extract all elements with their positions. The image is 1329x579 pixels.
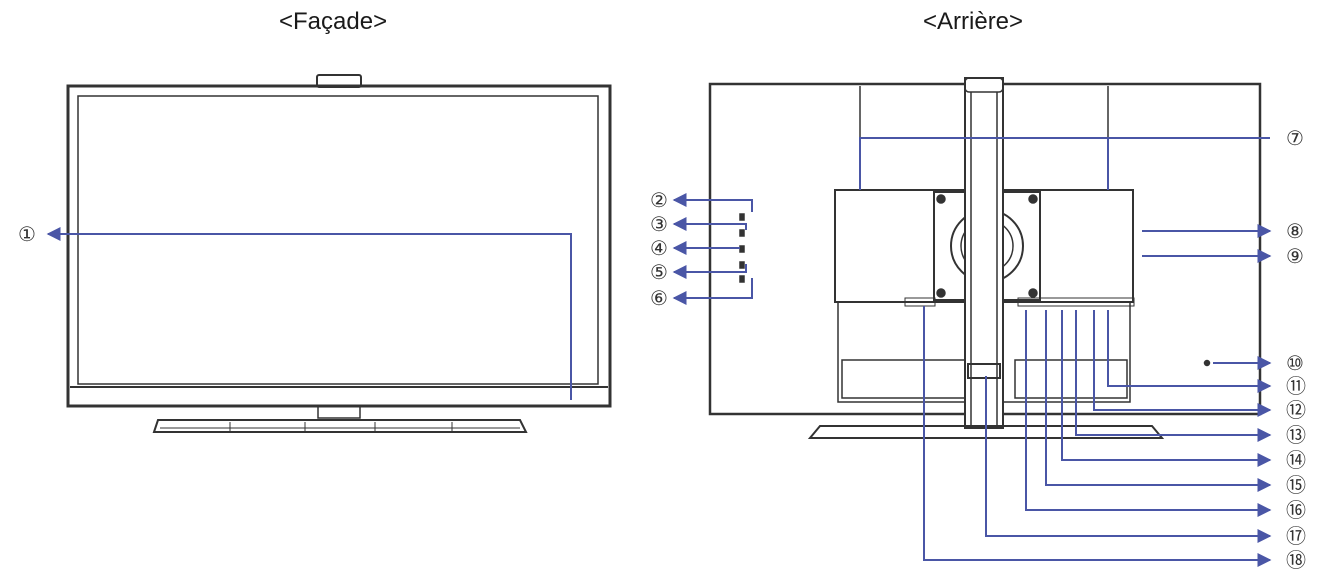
port-strip [1017,297,1135,307]
callout-12-leader [1093,310,1272,417]
front-stand-neck [317,405,361,419]
side-button [739,229,745,237]
callout-3-leader [672,217,747,231]
callout-label-8: ⑧ [1286,219,1304,243]
side-button [739,275,745,283]
callout-6-leader [672,278,753,305]
vesa-screw [936,288,946,298]
callout-18-leader [923,306,1272,567]
callout-label-2: ② [650,188,668,212]
side-button [739,213,745,221]
rear-lower-recess [841,359,971,399]
vesa-screw [936,194,946,204]
callout-label-4: ④ [650,236,668,260]
front-bezel [66,84,612,408]
callout-label-16: ⑯ [1286,498,1306,522]
rear-lower-recess [1014,359,1128,399]
callout-label-1: ① [18,222,36,246]
callout-label-9: ⑨ [1286,244,1304,268]
callout-label-13: ⑬ [1286,423,1306,447]
callout-label-5: ⑤ [650,260,668,284]
cable-clip [967,363,1001,379]
callout-label-6: ⑥ [650,286,668,310]
callout-label-11: ⑪ [1286,374,1306,398]
vesa-screw [1028,288,1038,298]
callout-label-10: ⑩ [1286,351,1304,375]
rear-callout-leaders [672,137,1272,567]
side-button [739,261,745,269]
callout-label-17: ⑰ [1286,524,1306,548]
rear-stand-base [807,425,1165,439]
callout-17-leader [985,376,1272,543]
callout-label-7: ⑦ [1286,126,1304,150]
front-view-title: <Façade> [279,8,388,35]
callout-label-15: ⑮ [1286,473,1306,497]
callout-label-18: ⑱ [1286,548,1306,572]
side-button [739,245,745,253]
callout-14-leader [1061,310,1272,467]
callout-16-leader [1025,310,1272,517]
stand-column-top [964,77,1004,93]
security-slot [1203,359,1211,367]
callout-2-leader [672,193,753,212]
rear-view-title: <Arrière> [923,8,1024,35]
front-monitor [66,74,612,433]
front-stand-base [152,419,528,433]
front-screen [77,95,599,385]
callout-1-leader [46,227,572,400]
callout-13-leader [1075,310,1272,442]
vesa-screw [1028,194,1038,204]
callout-label-3: ③ [650,212,668,236]
callout-label-12: ⑫ [1286,398,1306,422]
port-strip [904,297,936,307]
callout-label-14: ⑭ [1286,448,1306,472]
callout-11-leader [1107,310,1272,393]
callout-15-leader [1045,310,1272,492]
callout-7-leader [859,137,1270,190]
callout-5-leader [672,264,747,279]
